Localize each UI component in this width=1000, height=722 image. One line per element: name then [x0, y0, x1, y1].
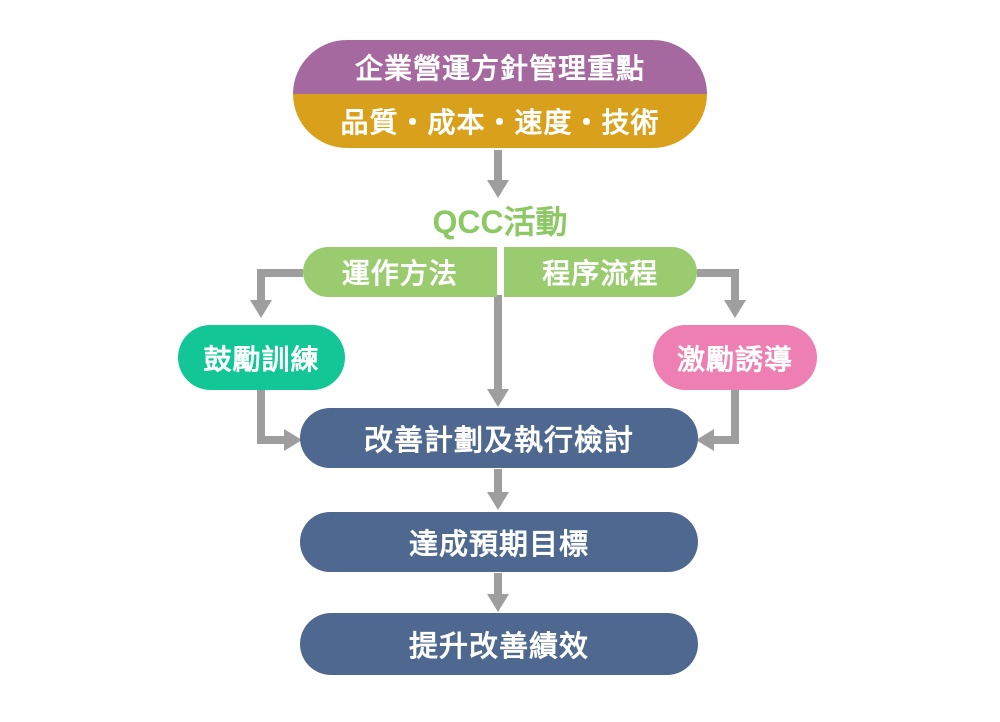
policy-title: 企業營運方針管理重點 [354, 53, 645, 84]
improve-performance-box: 提升改善績效 [300, 613, 698, 675]
achieve-target-label: 達成預期目標 [408, 529, 589, 561]
elbow-right-arrow-icon [257, 388, 302, 451]
qcc-methods-capsule: 運作方法 程序流程 [303, 247, 697, 297]
qcc-activity-label: QCC活動 [432, 204, 568, 240]
arrow-down-icon [487, 573, 509, 612]
policy-subtitle: 品質・成本・速度・技術 [340, 107, 660, 138]
elbow-down-arrow-icon [250, 269, 303, 318]
elbow-down-arrow-icon [697, 269, 746, 318]
arrow-down-icon [487, 469, 509, 510]
policy-capsule: 企業營運方針管理重點 品質・成本・速度・技術 [293, 40, 707, 148]
improvement-plan-box: 改善計劃及執行檢討 [300, 408, 698, 468]
arrow-down-icon [487, 295, 509, 407]
operation-method-label: 運作方法 [341, 258, 458, 289]
policy-subtitle-band: 品質・成本・速度・技術 [293, 94, 707, 148]
elbow-left-arrow-icon [696, 388, 739, 451]
incentive-guidance-label: 激勵誘導 [676, 343, 793, 375]
achieve-target-box: 達成預期目標 [300, 512, 698, 572]
policy-title-band: 企業營運方針管理重點 [293, 40, 707, 94]
operation-method-box: 運作方法 [303, 247, 497, 297]
improvement-plan-label: 改善計劃及執行檢討 [363, 425, 634, 457]
improve-performance-label: 提升改善績效 [408, 631, 589, 663]
arrow-down-icon [487, 150, 509, 198]
encourage-training-label: 鼓勵訓練 [203, 343, 320, 375]
procedure-flow-label: 程序流程 [542, 258, 659, 289]
incentive-guidance-box: 激勵誘導 [653, 325, 817, 390]
procedure-flow-box: 程序流程 [503, 247, 697, 297]
encourage-training-box: 鼓勵訓練 [178, 325, 345, 390]
